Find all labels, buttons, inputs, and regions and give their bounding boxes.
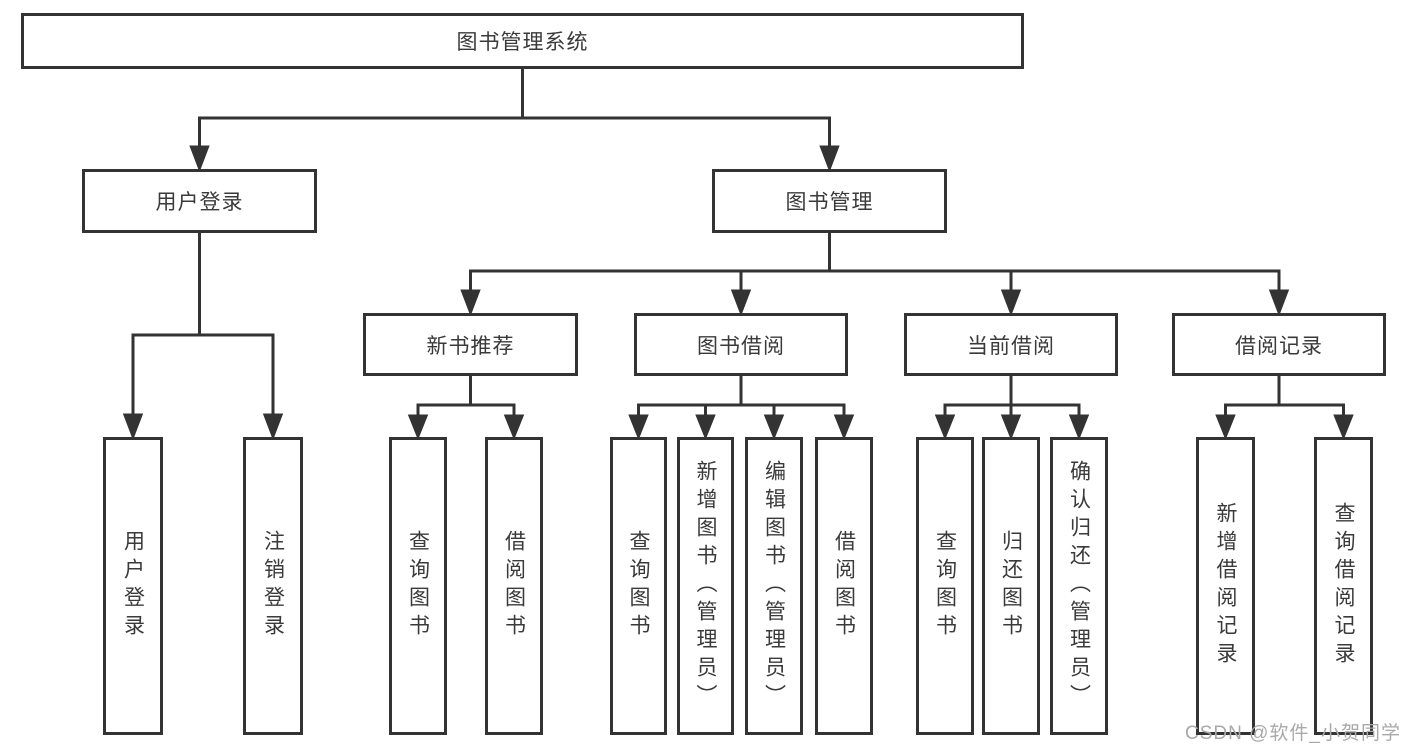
node-leaf-br-query-label: 查询借阅记录	[1332, 502, 1355, 670]
node-borrow-record: 借阅记录	[1172, 313, 1386, 376]
node-leaf-bb-add: 新增图书（管理员）	[677, 437, 734, 735]
node-leaf-cb-query-label: 查询图书	[933, 530, 957, 642]
csdn-watermark: CSDN @软件_小贺同学	[1185, 723, 1401, 744]
node-leaf-br-query: 查询借阅记录	[1314, 437, 1373, 735]
connector-book-mgmt-to-level3	[460, 232, 1290, 317]
node-leaf-br-add-label: 新增借阅记录	[1214, 502, 1237, 670]
node-leaf-logout-label: 注销登录	[261, 530, 285, 642]
node-leaf-bb-borrow: 借阅图书	[815, 437, 873, 735]
node-leaf-cb-query: 查询图书	[916, 437, 974, 735]
node-leaf-user-login: 用户登录	[103, 437, 163, 735]
node-leaf-rec-query: 查询图书	[389, 437, 447, 735]
node-leaf-logout: 注销登录	[243, 437, 303, 735]
connector-book-borrow-to-leaves	[628, 375, 855, 441]
node-root: 图书管理系统	[21, 13, 1024, 69]
node-current-borrow-label: 当前借阅	[967, 334, 1055, 358]
node-leaf-rec-query-label: 查询图书	[406, 530, 430, 642]
node-leaf-cb-return-label: 归还图书	[999, 530, 1023, 642]
connector-current-borrow-to-leaves	[934, 375, 1090, 441]
node-leaf-bb-edit: 编辑图书（管理员）	[745, 437, 803, 735]
node-new-book-rec-label: 新书推荐	[426, 334, 515, 358]
node-book-borrow-label: 图书借阅	[697, 334, 785, 358]
connector-user-login-to-leaves	[122, 232, 284, 441]
node-leaf-bb-query: 查询图书	[610, 437, 667, 735]
node-leaf-cb-return: 归还图书	[982, 437, 1040, 735]
node-leaf-user-login-label: 用户登录	[121, 530, 145, 642]
node-leaf-bb-add-label: 新增图书（管理员）	[694, 460, 717, 712]
connector-borrow-record-to-leaves	[1215, 375, 1354, 441]
node-current-borrow: 当前借阅	[904, 313, 1118, 376]
node-leaf-rec-borrow: 借阅图书	[485, 437, 543, 735]
node-leaf-cb-confirm: 确认归还（管理员）	[1050, 437, 1108, 735]
node-leaf-cb-confirm-label: 确认归还（管理员）	[1067, 460, 1091, 712]
node-book-mgmt-branch-label: 图书管理	[785, 191, 874, 214]
node-book-borrow: 图书借阅	[634, 313, 848, 376]
node-leaf-rec-borrow-label: 借阅图书	[502, 530, 526, 642]
node-leaf-bb-query-label: 查询图书	[627, 530, 650, 642]
node-leaf-bb-edit-label: 编辑图书（管理员）	[762, 460, 786, 712]
node-book-mgmt-branch: 图书管理	[712, 169, 947, 233]
node-borrow-record-label: 借阅记录	[1235, 334, 1323, 358]
node-leaf-br-add: 新增借阅记录	[1196, 437, 1255, 735]
node-user-login-branch-label: 用户登录	[155, 191, 244, 214]
node-user-login-branch: 用户登录	[82, 169, 317, 233]
node-leaf-bb-borrow-label: 借阅图书	[832, 530, 856, 642]
connector-new-book-rec-to-leaves	[407, 375, 525, 441]
node-root-label: 图书管理系统	[456, 31, 589, 54]
connector-root-to-level2	[189, 66, 840, 173]
node-new-book-rec: 新书推荐	[363, 313, 578, 376]
